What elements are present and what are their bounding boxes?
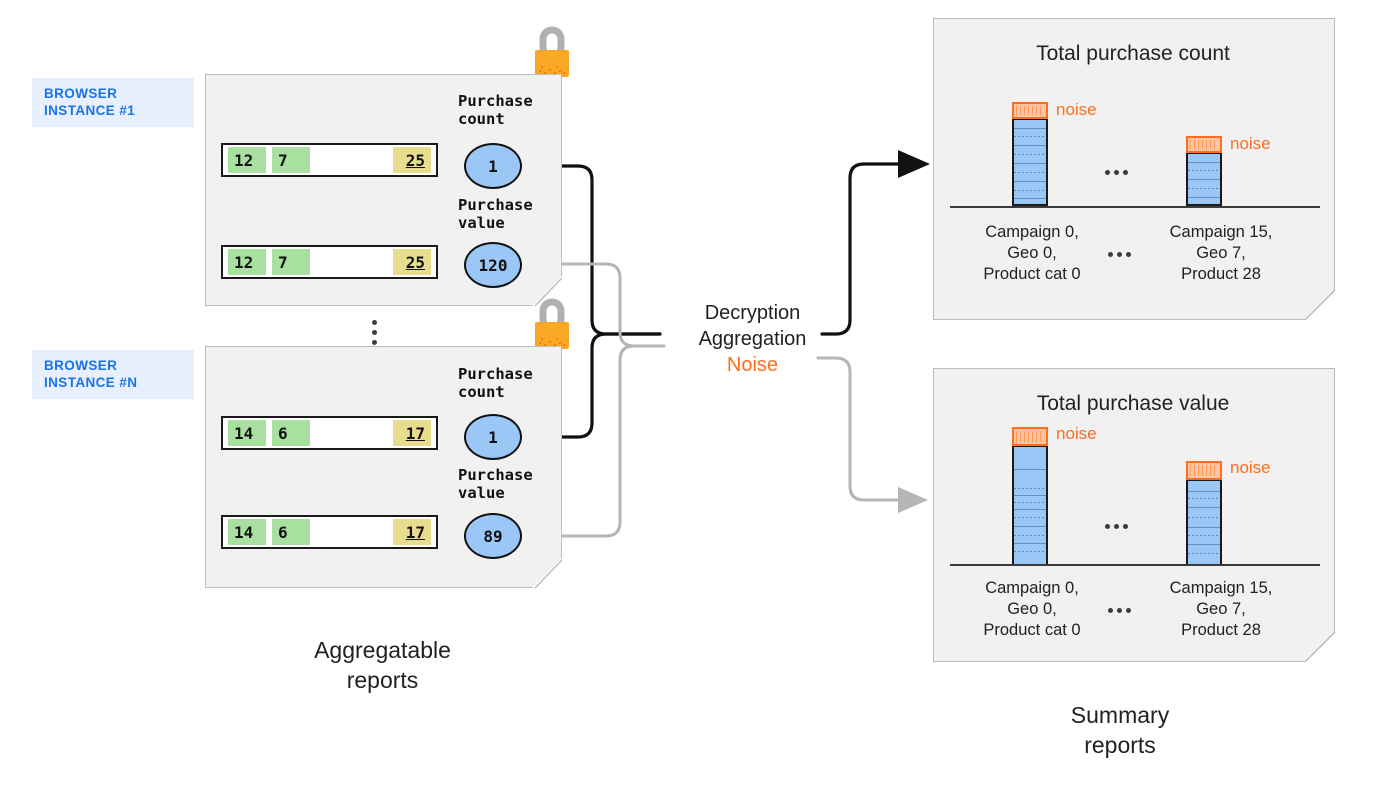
summary-panel-purchase-value [933,368,1335,662]
vertical-ellipsis [372,320,377,345]
report-row: 12 7 25 [221,143,438,177]
chart-axis [950,564,1320,566]
report-cell-key: 6 [272,519,310,545]
bar-campaign-15 [1186,479,1222,566]
lock-icon [535,298,569,349]
chart-xtick-campaign-0: Campaign 0, Geo 0, Product cat 0 [983,579,1081,639]
panel-fold-corner [534,559,563,589]
report-row: 14 6 17 [221,416,438,450]
bar-campaign-0 [1012,445,1048,566]
report-cell-key: 12 [228,249,266,275]
report-row: 12 7 25 [221,245,438,279]
chart-xtick-campaign-0: Campaign 0, Geo 0, Product cat 0 [983,223,1081,283]
chart-xtick-campaign-15: Campaign 15, Geo 7, Product 28 [1169,579,1273,639]
chart-ellipsis [1105,170,1128,175]
noise-label: noise [1230,134,1271,153]
metric-value-purchase-count: 1 [464,143,522,189]
report-cell-key: 14 [228,519,266,545]
summary-reports-caption: Summary reports [1070,702,1170,758]
panel-fold-corner [534,277,563,307]
report-cell-value: 17 [393,420,431,446]
badge-browser-instance-1: BROWSER INSTANCE #1 [32,78,194,127]
report-row: 14 6 17 [221,515,438,549]
bar-campaign-15 [1186,152,1222,206]
noise-cap-campaign-0 [1012,102,1048,119]
aggregatable-reports-caption: Aggregatable reports [314,637,451,693]
report-cell-value: 25 [393,147,431,173]
chart-ellipsis [1105,524,1128,529]
chart-plot-purchase-value: noise noise [950,420,1320,566]
metric-value-purchase-count: 1 [464,414,522,460]
noise-label: noise [1056,424,1097,443]
chart-xtick-campaign-15: Campaign 15, Geo 7, Product 28 [1169,223,1273,283]
chart-title-purchase-value: Total purchase value [1036,392,1230,415]
lock-icon [535,26,569,77]
report-cell-value: 17 [393,519,431,545]
report-cell-key: 7 [272,249,310,275]
process-label: Decryption Aggregation Noise [665,300,840,378]
report-cell-key: 7 [272,147,310,173]
badge-browser-instance-n: BROWSER INSTANCE #N [32,350,194,399]
process-line-decryption: Decryption [704,302,801,324]
chart-xtick-ellipsis [1108,608,1131,613]
panel-fold-corner [1304,631,1336,663]
chart-title-purchase-count: Total purchase count [1036,42,1230,65]
summary-panel-purchase-count [933,18,1335,320]
metric-label-purchase-value: Purchase value [458,196,533,232]
bar-campaign-0 [1012,118,1048,206]
report-cell-key: 6 [272,420,310,446]
chart-xtick-ellipsis [1108,252,1131,257]
metric-value-purchase-value: 89 [464,513,522,559]
metric-label-purchase-value: Purchase value [458,466,533,502]
noise-label: noise [1056,100,1097,119]
noise-label: noise [1230,458,1271,477]
noise-cap-campaign-15 [1186,136,1222,153]
chart-axis [950,206,1320,208]
panel-fold-corner [1304,289,1336,321]
report-cell-key: 12 [228,147,266,173]
report-cell-key: 14 [228,420,266,446]
noise-cap-campaign-15 [1186,461,1222,480]
metric-value-purchase-value: 120 [464,242,522,288]
chart-plot-purchase-count: noise noise [950,100,1320,208]
metric-label-purchase-count: Purchase count [458,92,533,128]
process-line-aggregation: Aggregation [698,328,807,350]
report-cell-value: 25 [393,249,431,275]
metric-label-purchase-count: Purchase count [458,365,533,401]
noise-cap-campaign-0 [1012,427,1048,446]
process-line-noise: Noise [726,354,779,376]
